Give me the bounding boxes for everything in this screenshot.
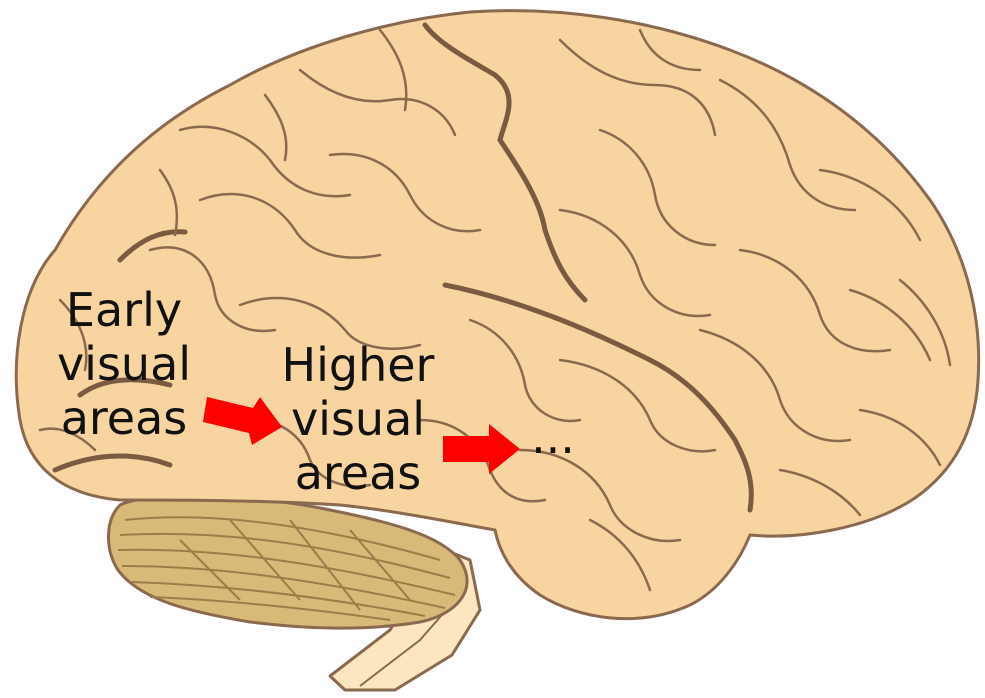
label-early-visual-areas: Early visual areas <box>44 283 204 445</box>
label-line: Early <box>44 283 204 337</box>
label-line: Higher <box>268 338 448 392</box>
label-line: areas <box>44 391 204 445</box>
label-ellipsis: ... <box>518 410 588 464</box>
label-higher-visual-areas: Higher visual areas <box>268 338 448 500</box>
label-line: areas <box>268 446 448 500</box>
label-line: visual <box>268 392 448 446</box>
label-line: visual <box>44 337 204 391</box>
